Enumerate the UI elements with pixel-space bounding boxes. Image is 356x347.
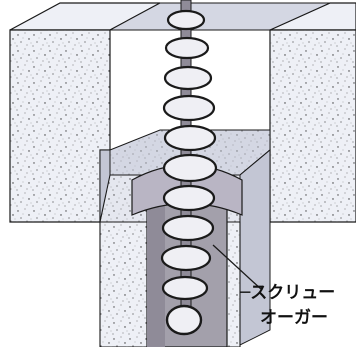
- right-block-speckle: [270, 30, 356, 222]
- left-block-speckle: [10, 30, 110, 222]
- auger-flight: [164, 186, 214, 210]
- auger-tip: [167, 306, 201, 334]
- auger-flight: [162, 246, 210, 270]
- auger-flight: [168, 11, 204, 29]
- auger-flight: [163, 277, 207, 299]
- bore-shadow: [147, 195, 165, 347]
- auger-flight: [165, 67, 211, 89]
- auger-flight: [166, 38, 208, 58]
- auger-flight: [165, 126, 215, 150]
- screw-auger-label-line1: ─スクリュー: [239, 283, 335, 303]
- auger-flight: [163, 216, 213, 240]
- auger-flight: [164, 96, 214, 120]
- screw-auger-label-line2: オーガー: [260, 308, 328, 328]
- auger-flight: [164, 155, 216, 181]
